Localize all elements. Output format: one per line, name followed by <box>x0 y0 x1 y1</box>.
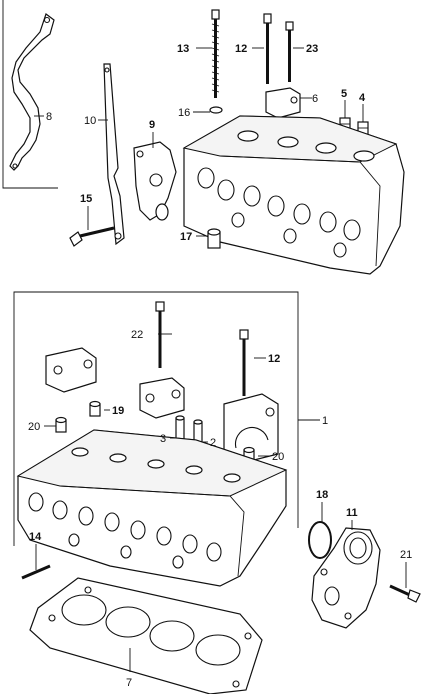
callout-15: 15 <box>80 193 92 205</box>
dowel-19 <box>89 400 101 417</box>
part-9-bracket <box>133 132 177 221</box>
stud-14 <box>21 564 51 580</box>
cam-cap-left <box>45 347 97 393</box>
callout-12-upper: 12 <box>235 43 247 55</box>
callout-23: 23 <box>306 43 318 55</box>
head-bolt-12-lower <box>239 329 249 396</box>
callout-3: 3 <box>160 433 166 445</box>
callout-labels: 13 12 23 16 6 5 4 8 10 9 15 17 22 12 1 1… <box>28 43 412 689</box>
inset-frame-part-8 <box>2 0 58 189</box>
dowel-17 <box>207 228 221 249</box>
callout-17: 17 <box>180 231 192 243</box>
callout-20-left: 20 <box>28 421 40 433</box>
callout-10: 10 <box>84 115 96 127</box>
callout-9: 9 <box>149 119 155 131</box>
head-gasket-7 <box>29 577 263 694</box>
callout-1: 1 <box>322 415 328 427</box>
part-8-bracket <box>9 13 55 171</box>
callout-8: 8 <box>46 111 52 123</box>
callout-22: 22 <box>131 329 143 341</box>
callout-13: 13 <box>177 43 189 55</box>
callout-4: 4 <box>359 92 366 104</box>
head-bolt-23 <box>285 21 294 82</box>
lower-assembly-frame <box>13 291 299 546</box>
head-bolt-22 <box>155 301 165 368</box>
part-6-cap <box>265 87 312 119</box>
lower-cylinder-head <box>16 429 288 587</box>
callout-2: 2 <box>210 437 216 449</box>
callout-18: 18 <box>316 489 328 501</box>
callout-5: 5 <box>341 88 347 100</box>
leader-lines <box>35 47 407 672</box>
callout-7: 7 <box>126 677 132 689</box>
callout-21: 21 <box>400 549 412 561</box>
head-bolt-13 <box>211 9 220 98</box>
part-10-rod <box>98 63 125 246</box>
callout-16: 16 <box>178 107 190 119</box>
cam-cap-right <box>223 393 279 463</box>
callout-20-right: 20 <box>272 451 284 463</box>
dowel-20-left <box>55 416 67 433</box>
callout-14: 14 <box>29 531 42 543</box>
bolt-21 <box>389 584 421 603</box>
cam-cap-middle <box>139 377 185 419</box>
head-bolt-12-upper <box>263 13 272 84</box>
callout-6: 6 <box>312 93 318 105</box>
callout-11: 11 <box>346 507 358 519</box>
o-ring-18 <box>308 521 332 559</box>
part-15-bolt <box>69 206 115 247</box>
washer-16 <box>209 106 223 114</box>
upper-cylinder-head <box>182 115 405 275</box>
callout-19: 19 <box>112 405 124 417</box>
callout-12-lower: 12 <box>268 353 280 365</box>
housing-11 <box>311 527 381 629</box>
